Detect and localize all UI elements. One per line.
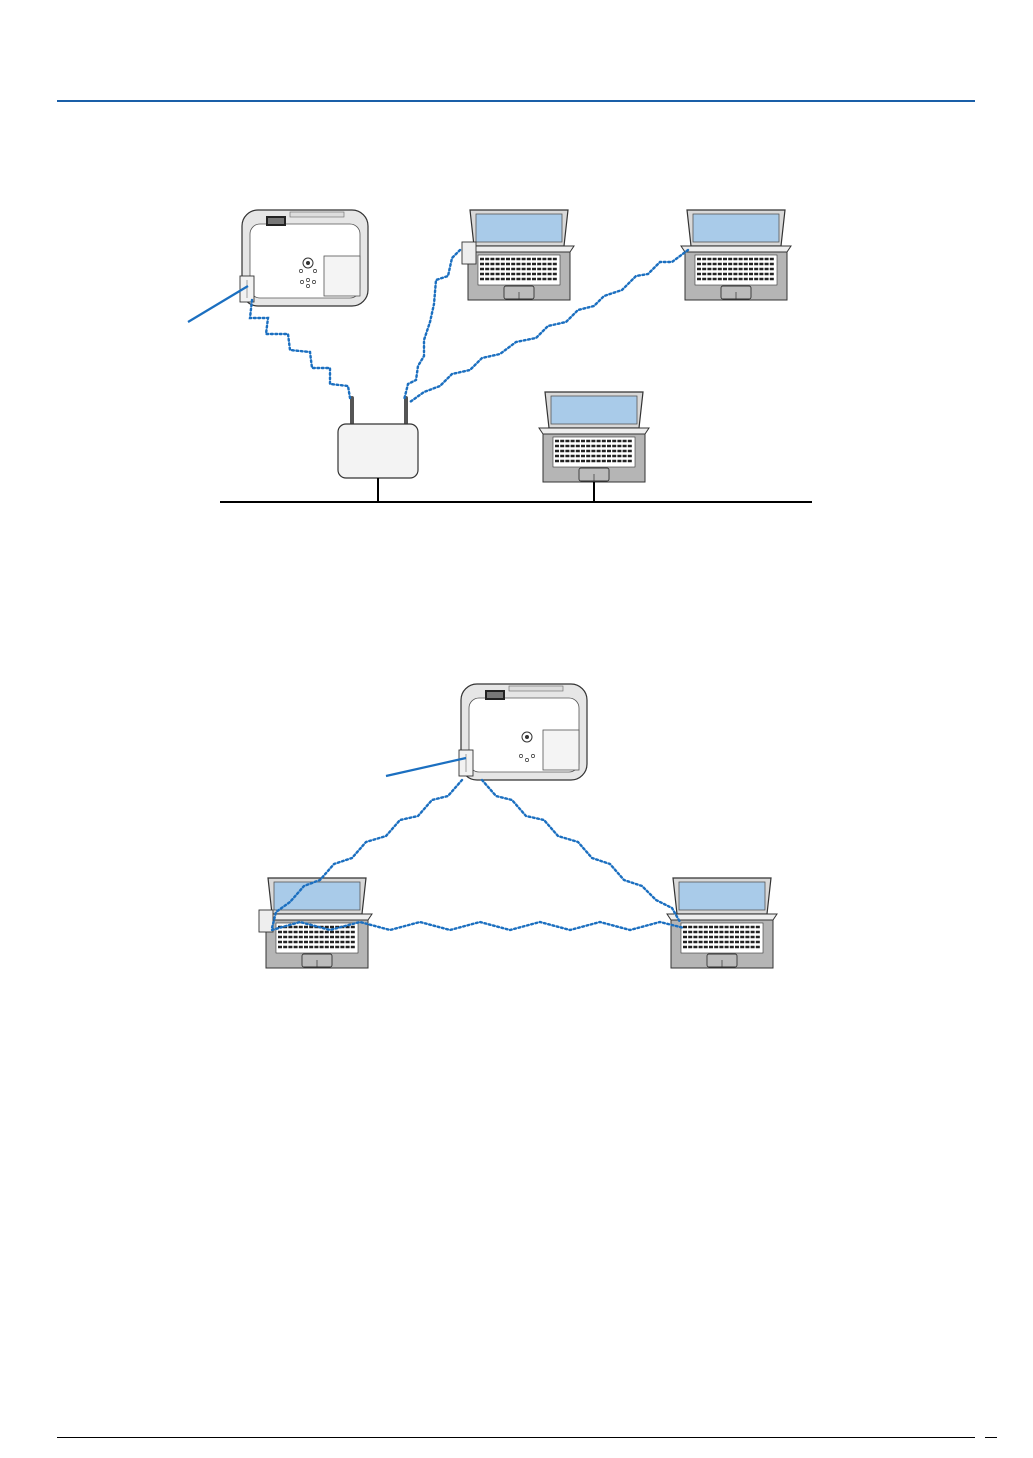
laptop-icon	[539, 392, 649, 482]
projector-icon	[240, 210, 368, 306]
wireless-connection	[250, 300, 350, 398]
wireless-connection	[404, 250, 460, 400]
wireless-router-icon	[338, 398, 418, 478]
pointer-line	[188, 286, 248, 322]
wireless-adapter-icon	[259, 910, 273, 932]
laptop-icon	[667, 878, 777, 968]
header-rule	[57, 100, 975, 102]
infrastructure-diagram	[0, 195, 1033, 525]
footer-tick	[985, 1437, 997, 1438]
laptop-icon	[681, 210, 791, 300]
pointer-line	[386, 758, 466, 776]
wireless-adapter-icon	[462, 242, 476, 264]
projector-icon	[459, 684, 587, 780]
laptop-icon	[462, 210, 574, 300]
wireless-connection	[482, 780, 680, 922]
ad-hoc-diagram	[0, 670, 1033, 980]
footer-rule	[57, 1437, 975, 1438]
